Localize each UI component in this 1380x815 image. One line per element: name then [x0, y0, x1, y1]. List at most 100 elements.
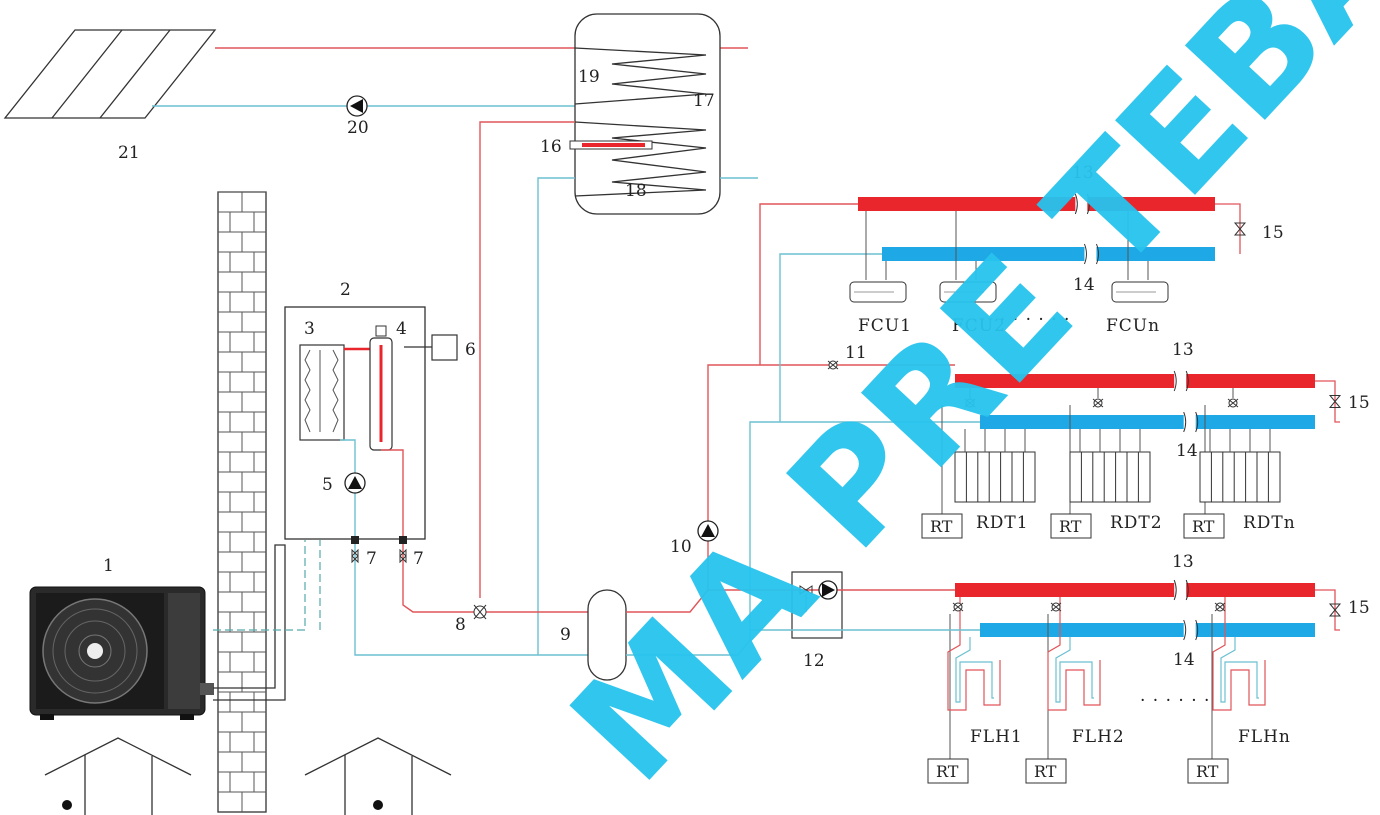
rdt-label-1: RDT1: [976, 513, 1029, 533]
label-8: 8: [455, 615, 466, 635]
label-12: 12: [803, 651, 825, 671]
balancing-valve-11: [827, 360, 839, 370]
label-18: 18: [625, 181, 647, 201]
label-7b: 7: [413, 549, 424, 569]
dhw-feed-pipe: [479, 121, 575, 598]
flh-label-2: FLH2: [1072, 727, 1125, 747]
label-13a: 13: [1072, 163, 1094, 183]
label-15b: 15: [1348, 393, 1370, 413]
fcu-supply-header: [858, 193, 1215, 215]
fan-coil-unit-3: [1111, 211, 1169, 303]
fcu-supply: [759, 203, 858, 365]
rt-box-4: RT: [927, 758, 969, 784]
rdt-bypass-valve: [1315, 380, 1342, 423]
mixing-station: [708, 571, 980, 639]
dhw-tank: [569, 13, 721, 215]
flh-label-1: FLH1: [970, 727, 1023, 747]
flh-ellipsis: · · · · · ·: [1140, 691, 1210, 711]
brick-wall: [217, 191, 267, 813]
svg-text:RT: RT: [1196, 762, 1219, 781]
radiator-1: [941, 388, 1036, 514]
main-return: [626, 421, 980, 656]
label-15a: 15: [1262, 223, 1284, 243]
label-14a: 14: [1073, 275, 1095, 295]
rt-box-2: RT: [1050, 513, 1092, 539]
svg-text:RT: RT: [936, 762, 959, 781]
label-15c: 15: [1348, 598, 1370, 618]
rt-box-6: RT: [1187, 758, 1229, 784]
floor-heating-loop-2: [1047, 597, 1101, 759]
floor-valve-2: [1050, 602, 1062, 612]
radiator-valve-2: [1092, 398, 1104, 408]
flh-label-n: FLHn: [1238, 727, 1291, 747]
floor-valve-3: [1214, 602, 1226, 612]
fcu-ellipsis: · · · · · ·: [1000, 310, 1070, 330]
radiator-3: [1199, 388, 1281, 514]
label-4: 4: [396, 319, 407, 339]
fan-coil-unit-2: [939, 211, 997, 303]
svg-text:RT: RT: [1034, 762, 1057, 781]
main-supply: [626, 364, 955, 613]
label-20: 20: [347, 118, 369, 138]
label-19: 19: [578, 67, 600, 87]
radiator-valve-1: [964, 398, 976, 408]
flh-supply-header: [955, 579, 1315, 601]
supply-to-buffer: [381, 449, 600, 613]
label-14c: 14: [1173, 650, 1195, 670]
house-icon-1: [44, 737, 192, 815]
label-13b: 13: [1172, 340, 1194, 360]
return-from-buffer: [340, 439, 600, 656]
fcu-bypass-valve: [1215, 203, 1247, 254]
label-5: 5: [322, 475, 333, 495]
fcu-return-header: [882, 243, 1215, 265]
label-21: 21: [118, 143, 140, 163]
label-16: 16: [540, 137, 562, 157]
svg-text:RT: RT: [930, 517, 953, 536]
rt-box-5: RT: [1025, 758, 1067, 784]
label-17: 17: [693, 91, 715, 111]
fan-coil-unit-1: [849, 211, 907, 303]
fcu-label-1: FCU1: [858, 316, 912, 336]
fcu-label-n: FCUn: [1106, 316, 1160, 336]
label-13c: 13: [1172, 552, 1194, 572]
three-way-valve-8: [473, 604, 487, 620]
label-7a: 7: [366, 549, 377, 569]
rdt-supply-header: [955, 370, 1315, 392]
floor-valve-1: [952, 602, 964, 612]
circulation-pump-5: [344, 472, 366, 494]
label-11: 11: [845, 343, 867, 363]
flh-bypass-valve: [1315, 589, 1342, 631]
valve-7a: [351, 536, 359, 564]
rt-box-1: RT: [921, 513, 963, 539]
solar-collector: [3, 29, 217, 119]
label-3: 3: [304, 319, 315, 339]
label-2: 2: [340, 280, 351, 300]
fcu-label-2: FCU2: [952, 316, 1006, 336]
radiator-valve-3: [1227, 398, 1239, 408]
outdoor-unit: [29, 586, 214, 720]
svg-text:RT: RT: [1059, 517, 1082, 536]
rdt-return-header: [980, 411, 1315, 433]
circulation-pump-10: [697, 520, 719, 542]
buffer-tank: [587, 589, 627, 681]
label-1: 1: [103, 556, 114, 576]
label-14b: 14: [1176, 441, 1198, 461]
label-9: 9: [560, 625, 571, 645]
svg-text:RT: RT: [1192, 517, 1215, 536]
rt-box-3: RT: [1183, 513, 1225, 539]
flh-return-header: [980, 619, 1315, 641]
rdt-label-n: RDTn: [1243, 513, 1296, 533]
floor-heating-loop-3: [1211, 597, 1266, 759]
radiator-2: [1069, 388, 1151, 514]
fcu-return: [779, 253, 882, 422]
house-icon-2: [304, 737, 452, 815]
label-10: 10: [670, 537, 692, 557]
hydro-box: [284, 306, 458, 540]
label-6: 6: [465, 340, 476, 360]
solar-pump: [346, 95, 368, 117]
floor-heating-loop-1: [947, 597, 1001, 759]
rdt-label-2: RDT2: [1110, 513, 1163, 533]
dhw-return-pipe: [537, 177, 575, 655]
